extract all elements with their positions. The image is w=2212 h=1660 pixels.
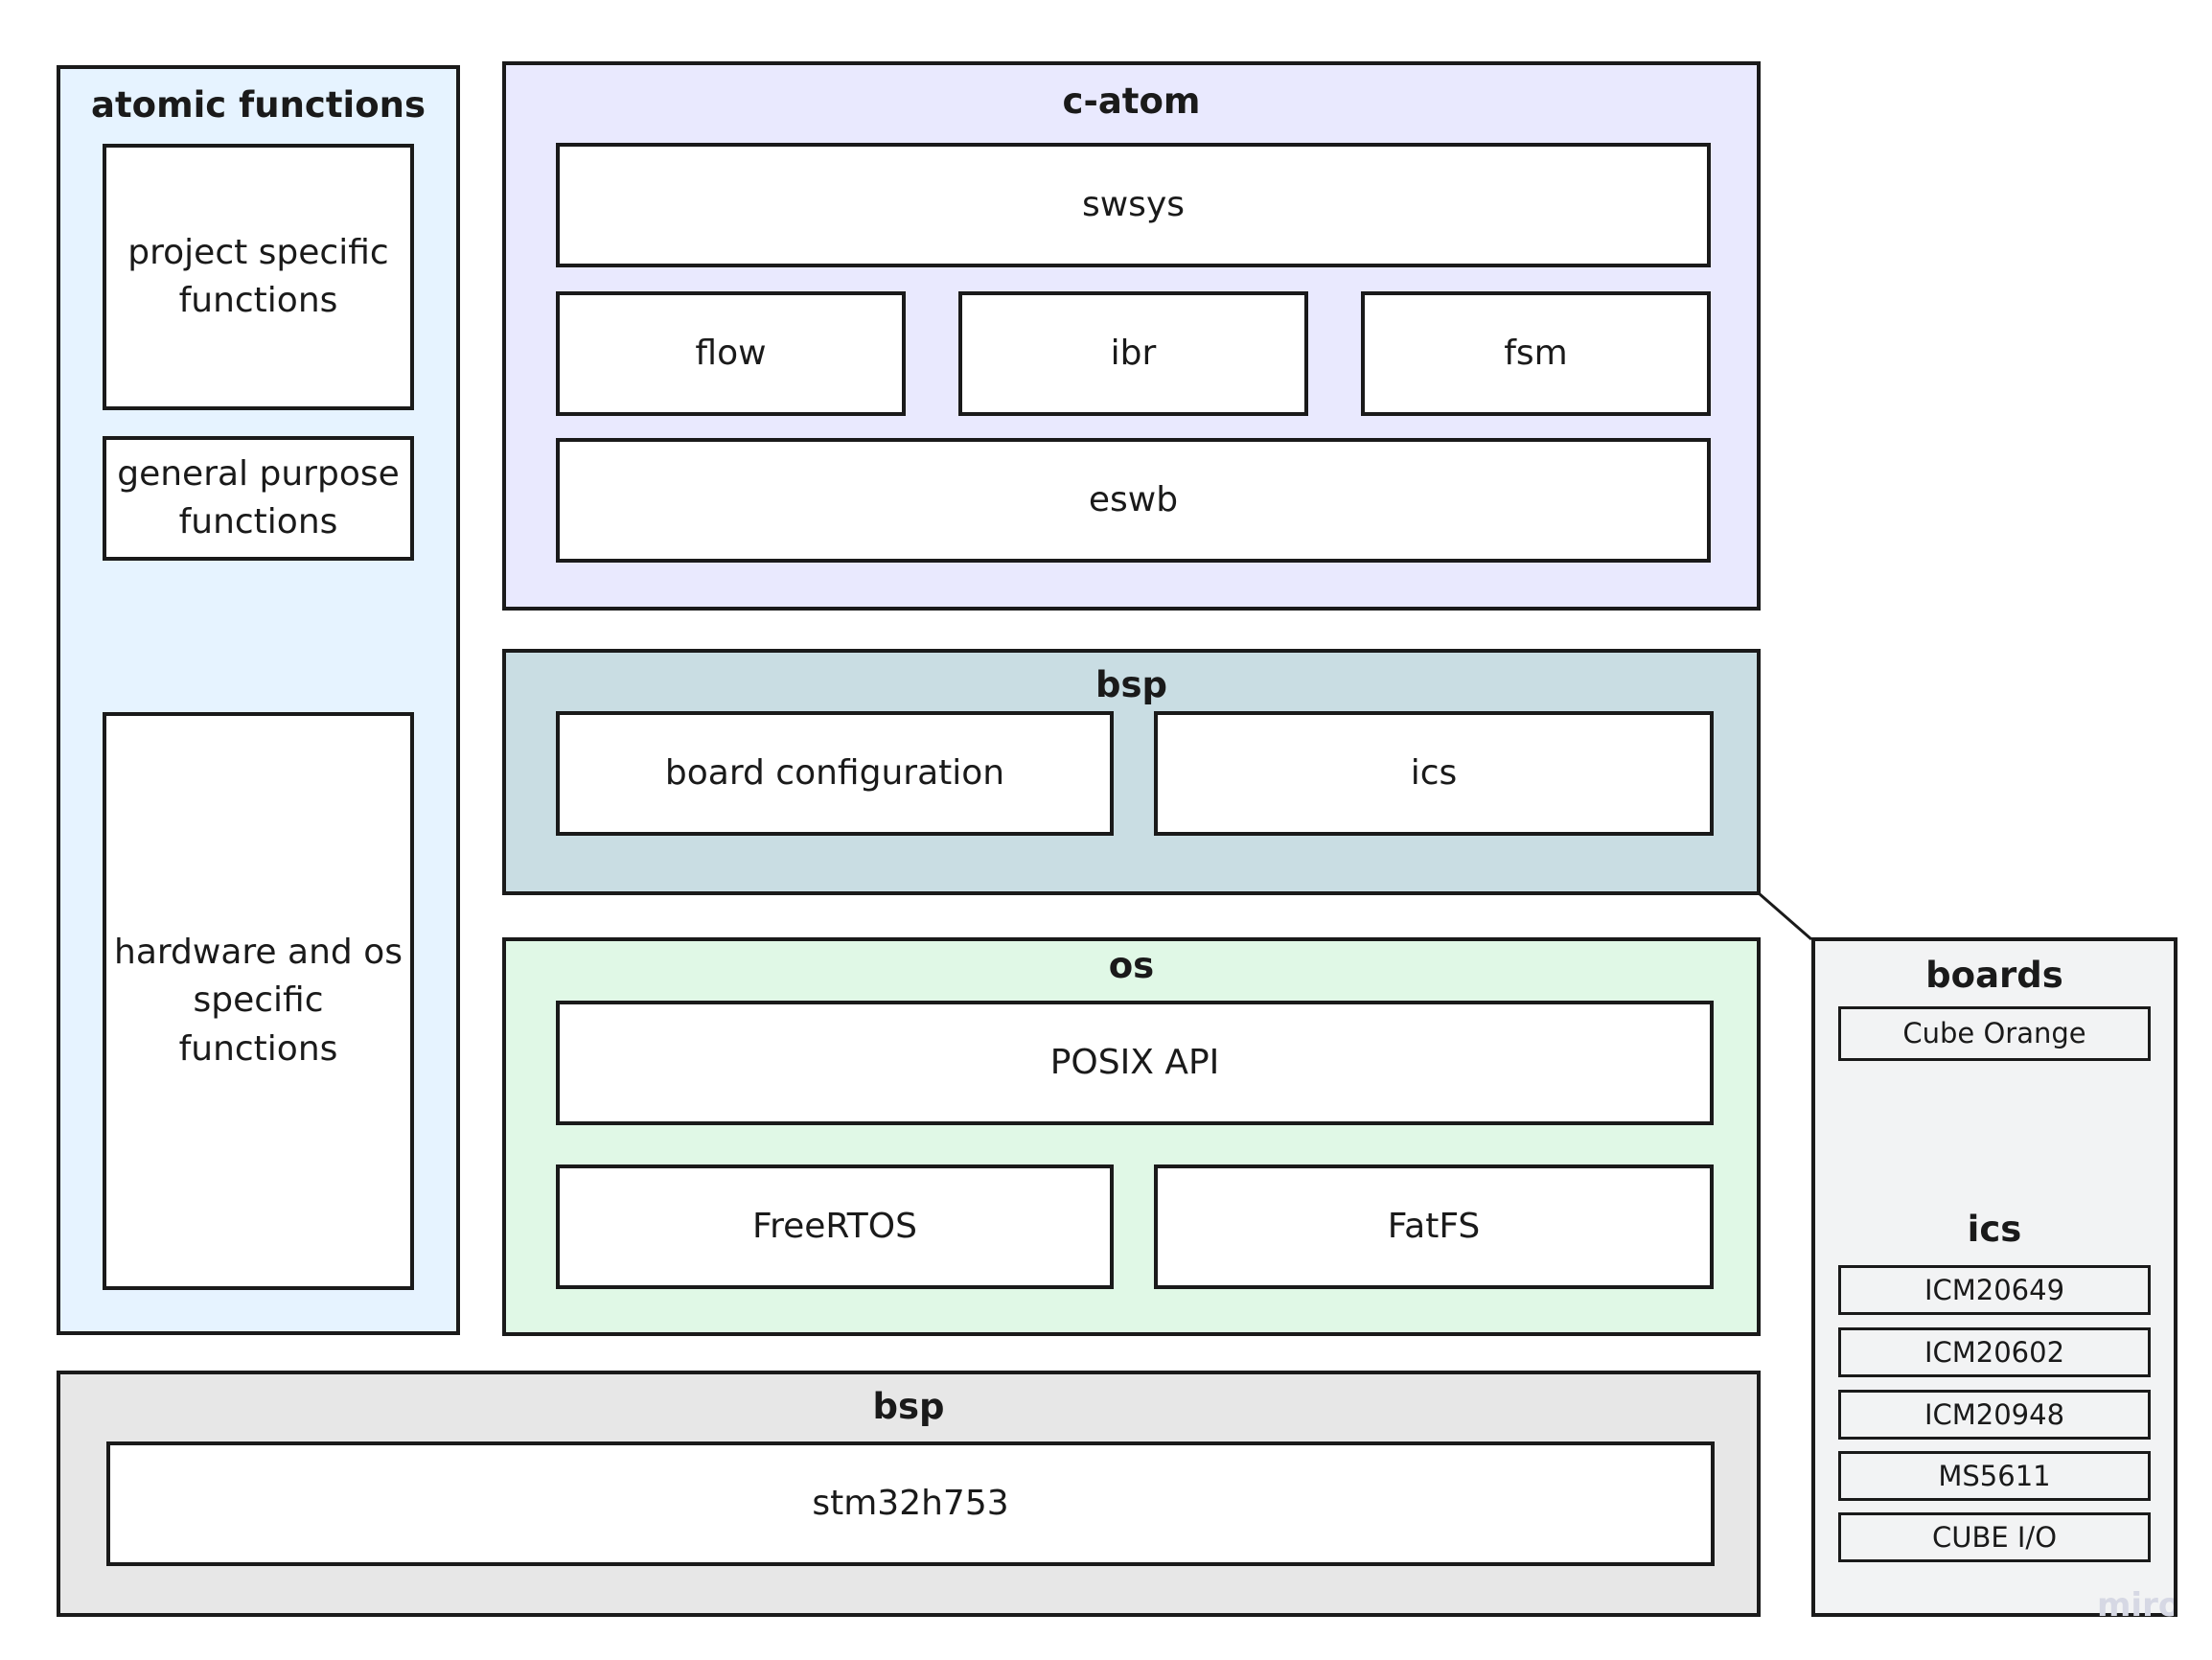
- ic-icm20649: ICM20649: [1838, 1265, 2151, 1315]
- c-atom-title: c-atom: [1062, 81, 1201, 122]
- posix-api-box: POSIX API: [556, 1001, 1714, 1125]
- boards-panel: boards Cube Orange ics ICM20649 ICM20602…: [1811, 937, 2177, 1617]
- board-configuration-box: board configuration: [556, 711, 1114, 836]
- boards-title: boards: [1925, 955, 2063, 996]
- c-atom-group: c-atom swsys flow ibr fsm eswb: [502, 61, 1761, 611]
- atomic-functions-title: atomic functions: [91, 84, 426, 126]
- bsp-board-title: bsp: [1095, 664, 1167, 705]
- project-specific-functions-box: project specific functions: [103, 144, 414, 410]
- stm32h753-box: stm32h753: [106, 1441, 1715, 1566]
- miro-watermark: miro: [2097, 1586, 2174, 1625]
- flow-box: flow: [556, 291, 906, 416]
- os-title: os: [1108, 945, 1155, 986]
- swsys-box: swsys: [556, 143, 1711, 267]
- ic-icm20602: ICM20602: [1838, 1327, 2151, 1377]
- bsp-board-group: bsp board configuration ics: [502, 649, 1761, 895]
- eswb-box: eswb: [556, 438, 1711, 563]
- general-purpose-functions-box: general purpose functions: [103, 436, 414, 561]
- bsp-mcu-title: bsp: [872, 1386, 945, 1427]
- ic-cube-io: CUBE I/O: [1838, 1512, 2151, 1562]
- atomic-functions-group: atomic functions project specific functi…: [57, 65, 460, 1335]
- hardware-os-specific-functions-box: hardware and os specific functions: [103, 712, 414, 1290]
- fatfs-box: FatFS: [1154, 1164, 1714, 1289]
- ics-title: ics: [1967, 1209, 2022, 1250]
- freertos-box: FreeRTOS: [556, 1164, 1114, 1289]
- ibr-box: ibr: [958, 291, 1308, 416]
- ic-icm20948: ICM20948: [1838, 1390, 2151, 1440]
- fsm-box: fsm: [1361, 291, 1711, 416]
- os-group: os POSIX API FreeRTOS FatFS: [502, 937, 1761, 1336]
- ics-box: ics: [1154, 711, 1714, 836]
- board-cube-orange: Cube Orange: [1838, 1006, 2151, 1061]
- bsp-mcu-group: bsp stm32h753: [57, 1371, 1761, 1617]
- ic-ms5611: MS5611: [1838, 1451, 2151, 1501]
